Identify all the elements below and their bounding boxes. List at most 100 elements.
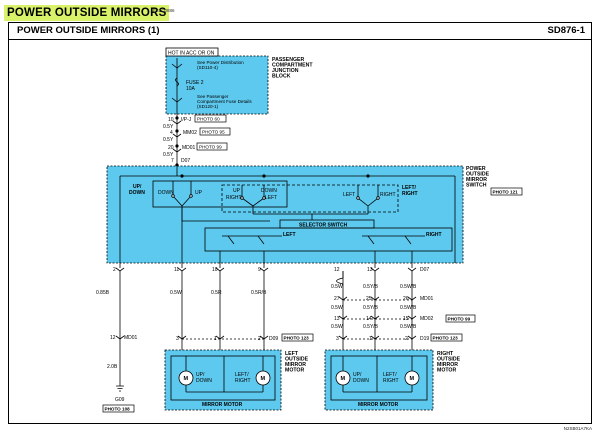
wire-feed-2: 0.5Y: [163, 137, 174, 143]
conn-mm02: MM02: [183, 130, 197, 136]
wire-feed-3: 0.5Y: [163, 152, 174, 158]
ground-wire: 0.85B: [96, 290, 110, 296]
conn-d07: D07: [181, 158, 190, 164]
switch-pin-10: 10: [212, 267, 218, 273]
junction-block: [165, 55, 269, 115]
switch-title-2: OUTSIDE: [466, 172, 490, 178]
right-conn-md02: MD02: [420, 316, 434, 322]
left-motor-ud-2: DOWN: [196, 378, 212, 384]
diagram-frame: [8, 40, 592, 424]
left-motor-ud-1: UP/: [196, 372, 205, 378]
junction-title-1: PASSENGER: [272, 57, 304, 63]
left-photo-d09: PHOTO 123: [284, 336, 310, 341]
dist-note-2: (SD110-4): [197, 65, 218, 70]
left-pin-3: 3: [176, 336, 179, 342]
left-motor-label: MIRROR MOTOR: [202, 402, 243, 408]
wire-feed-1: 0.5Y: [163, 124, 174, 130]
photo-ipj: PHOTO 60: [197, 117, 220, 122]
right-motor-ud-1: UP/: [353, 372, 362, 378]
left-wire-w2: 0.5R: [211, 290, 222, 296]
right-wire-w2a: 0.5Y/B: [363, 284, 379, 290]
right-photo-d19: PHOTO 123: [433, 336, 459, 341]
right-pin-2: 2: [405, 336, 408, 342]
diagram-header: POWER OUTSIDE MIRRORS (1) SD876-1: [8, 22, 592, 40]
right-conn-md01: MD01: [420, 296, 434, 302]
diagram-title: POWER OUTSIDE MIRRORS (1): [17, 25, 160, 36]
right-pin-26: 26: [403, 296, 409, 302]
pin-d07: 7: [171, 158, 174, 164]
lr-label-2: RIGHT: [402, 191, 418, 197]
switch-conn-d07: D07: [420, 267, 429, 273]
pin-md01: 20: [168, 145, 174, 151]
right-pin-14: 14: [366, 316, 372, 322]
left-motor-title-3: MIRROR: [285, 362, 306, 368]
right-motor-m2: M: [410, 376, 415, 382]
right-pin-13: 13: [334, 316, 340, 322]
left-pin-1: 1: [214, 336, 217, 342]
left-motor-title-1: LEFT: [285, 351, 299, 357]
junction-title-3: JUNCTION: [272, 68, 299, 74]
ground-label: G09: [115, 397, 125, 403]
right-wire-w1b: 0.5W: [331, 305, 343, 311]
up2-label: UP: [233, 188, 241, 194]
pin-ipj: 10: [168, 117, 174, 123]
right-pin-3: 3: [336, 336, 339, 342]
page-title: POWER OUTSIDE MIRRORS: [4, 5, 170, 21]
dist-note-1: See Power Distribution: [197, 60, 244, 65]
ground-pin: 12: [110, 335, 116, 341]
switch-title-4: SWITCH: [466, 183, 487, 189]
switch-title-1: POWER: [466, 166, 486, 172]
switch-pin-13: 13: [367, 267, 373, 273]
right-a-label: RIGHT: [226, 195, 242, 201]
left-a-label: LEFT: [265, 195, 277, 201]
left-conn-d09: D09: [269, 336, 278, 342]
down-label: DOWN: [158, 190, 174, 196]
ground-wire-2: 2.0B: [107, 364, 118, 370]
selector-label: SELECTOR SWITCH: [299, 223, 348, 229]
right-motor-title-4: MOTOR: [437, 368, 456, 374]
left-motor-title-2: OUTSIDE: [285, 357, 309, 363]
left-b-label: LEFT: [343, 192, 355, 198]
hot-label-box: [165, 47, 219, 57]
left-motor-title-4: MOTOR: [285, 368, 304, 374]
right-motor-title-3: MIRROR: [437, 362, 458, 368]
photo-mm02: PHOTO 95: [202, 130, 225, 135]
up-down-switch: [152, 180, 288, 208]
ground-conn: MD01: [124, 335, 138, 341]
right-wire-w2b: 0.5Y/B: [363, 305, 379, 311]
left-motor-lr-1: LEFT/: [235, 372, 249, 378]
lr-label-1: LEFT/: [402, 185, 416, 191]
right-wire-w3a: 0.5W/B: [400, 284, 417, 290]
selector-right-label: RIGHT: [426, 232, 442, 238]
down2-label: DOWN: [261, 188, 277, 194]
photo-md01: PHOTO 99: [199, 145, 222, 150]
right-motor-lr-1: LEFT/: [383, 372, 397, 378]
detail-note-1: See Passenger: [197, 94, 229, 99]
right-wire-w1c: 0.5W: [331, 324, 343, 330]
right-motor-ud-2: DOWN: [353, 378, 369, 384]
switch-pin-9: 9: [258, 267, 261, 273]
up-label: UP: [195, 190, 203, 196]
page-title-wrap: POWER OUTSIDE MIRRORS: [4, 3, 170, 21]
updown-label-2: DOWN: [129, 190, 145, 196]
diagram-code: SD876-1: [547, 25, 586, 36]
switch-pin-11: 11: [174, 267, 179, 273]
junction-title-4: BLOCK: [272, 74, 291, 80]
switch-title-3: MIRROR: [466, 177, 487, 183]
updown-label-1: UP/: [133, 184, 142, 190]
left-motor-m1: M: [184, 376, 189, 382]
left-wire-w1: 0.5W: [170, 290, 182, 296]
conn-ipj: I/P-J: [181, 117, 192, 123]
left-motor-lr-2: RIGHT: [235, 378, 251, 384]
right-pin-25: 25: [366, 296, 372, 302]
doc-code: E7ZC0886: [153, 8, 175, 13]
right-conn-d19: D19: [420, 336, 429, 342]
detail-note-3: (SD120-1): [197, 104, 219, 109]
fuse-symbol: [175, 77, 179, 87]
switch-pin-2: 2: [113, 267, 116, 273]
switch-photo: PHOTO 121: [493, 190, 519, 195]
right-motor-lr-2: RIGHT: [383, 378, 399, 384]
pin-mm02: 4: [170, 130, 173, 136]
right-b-label: RIGHT: [380, 192, 396, 198]
